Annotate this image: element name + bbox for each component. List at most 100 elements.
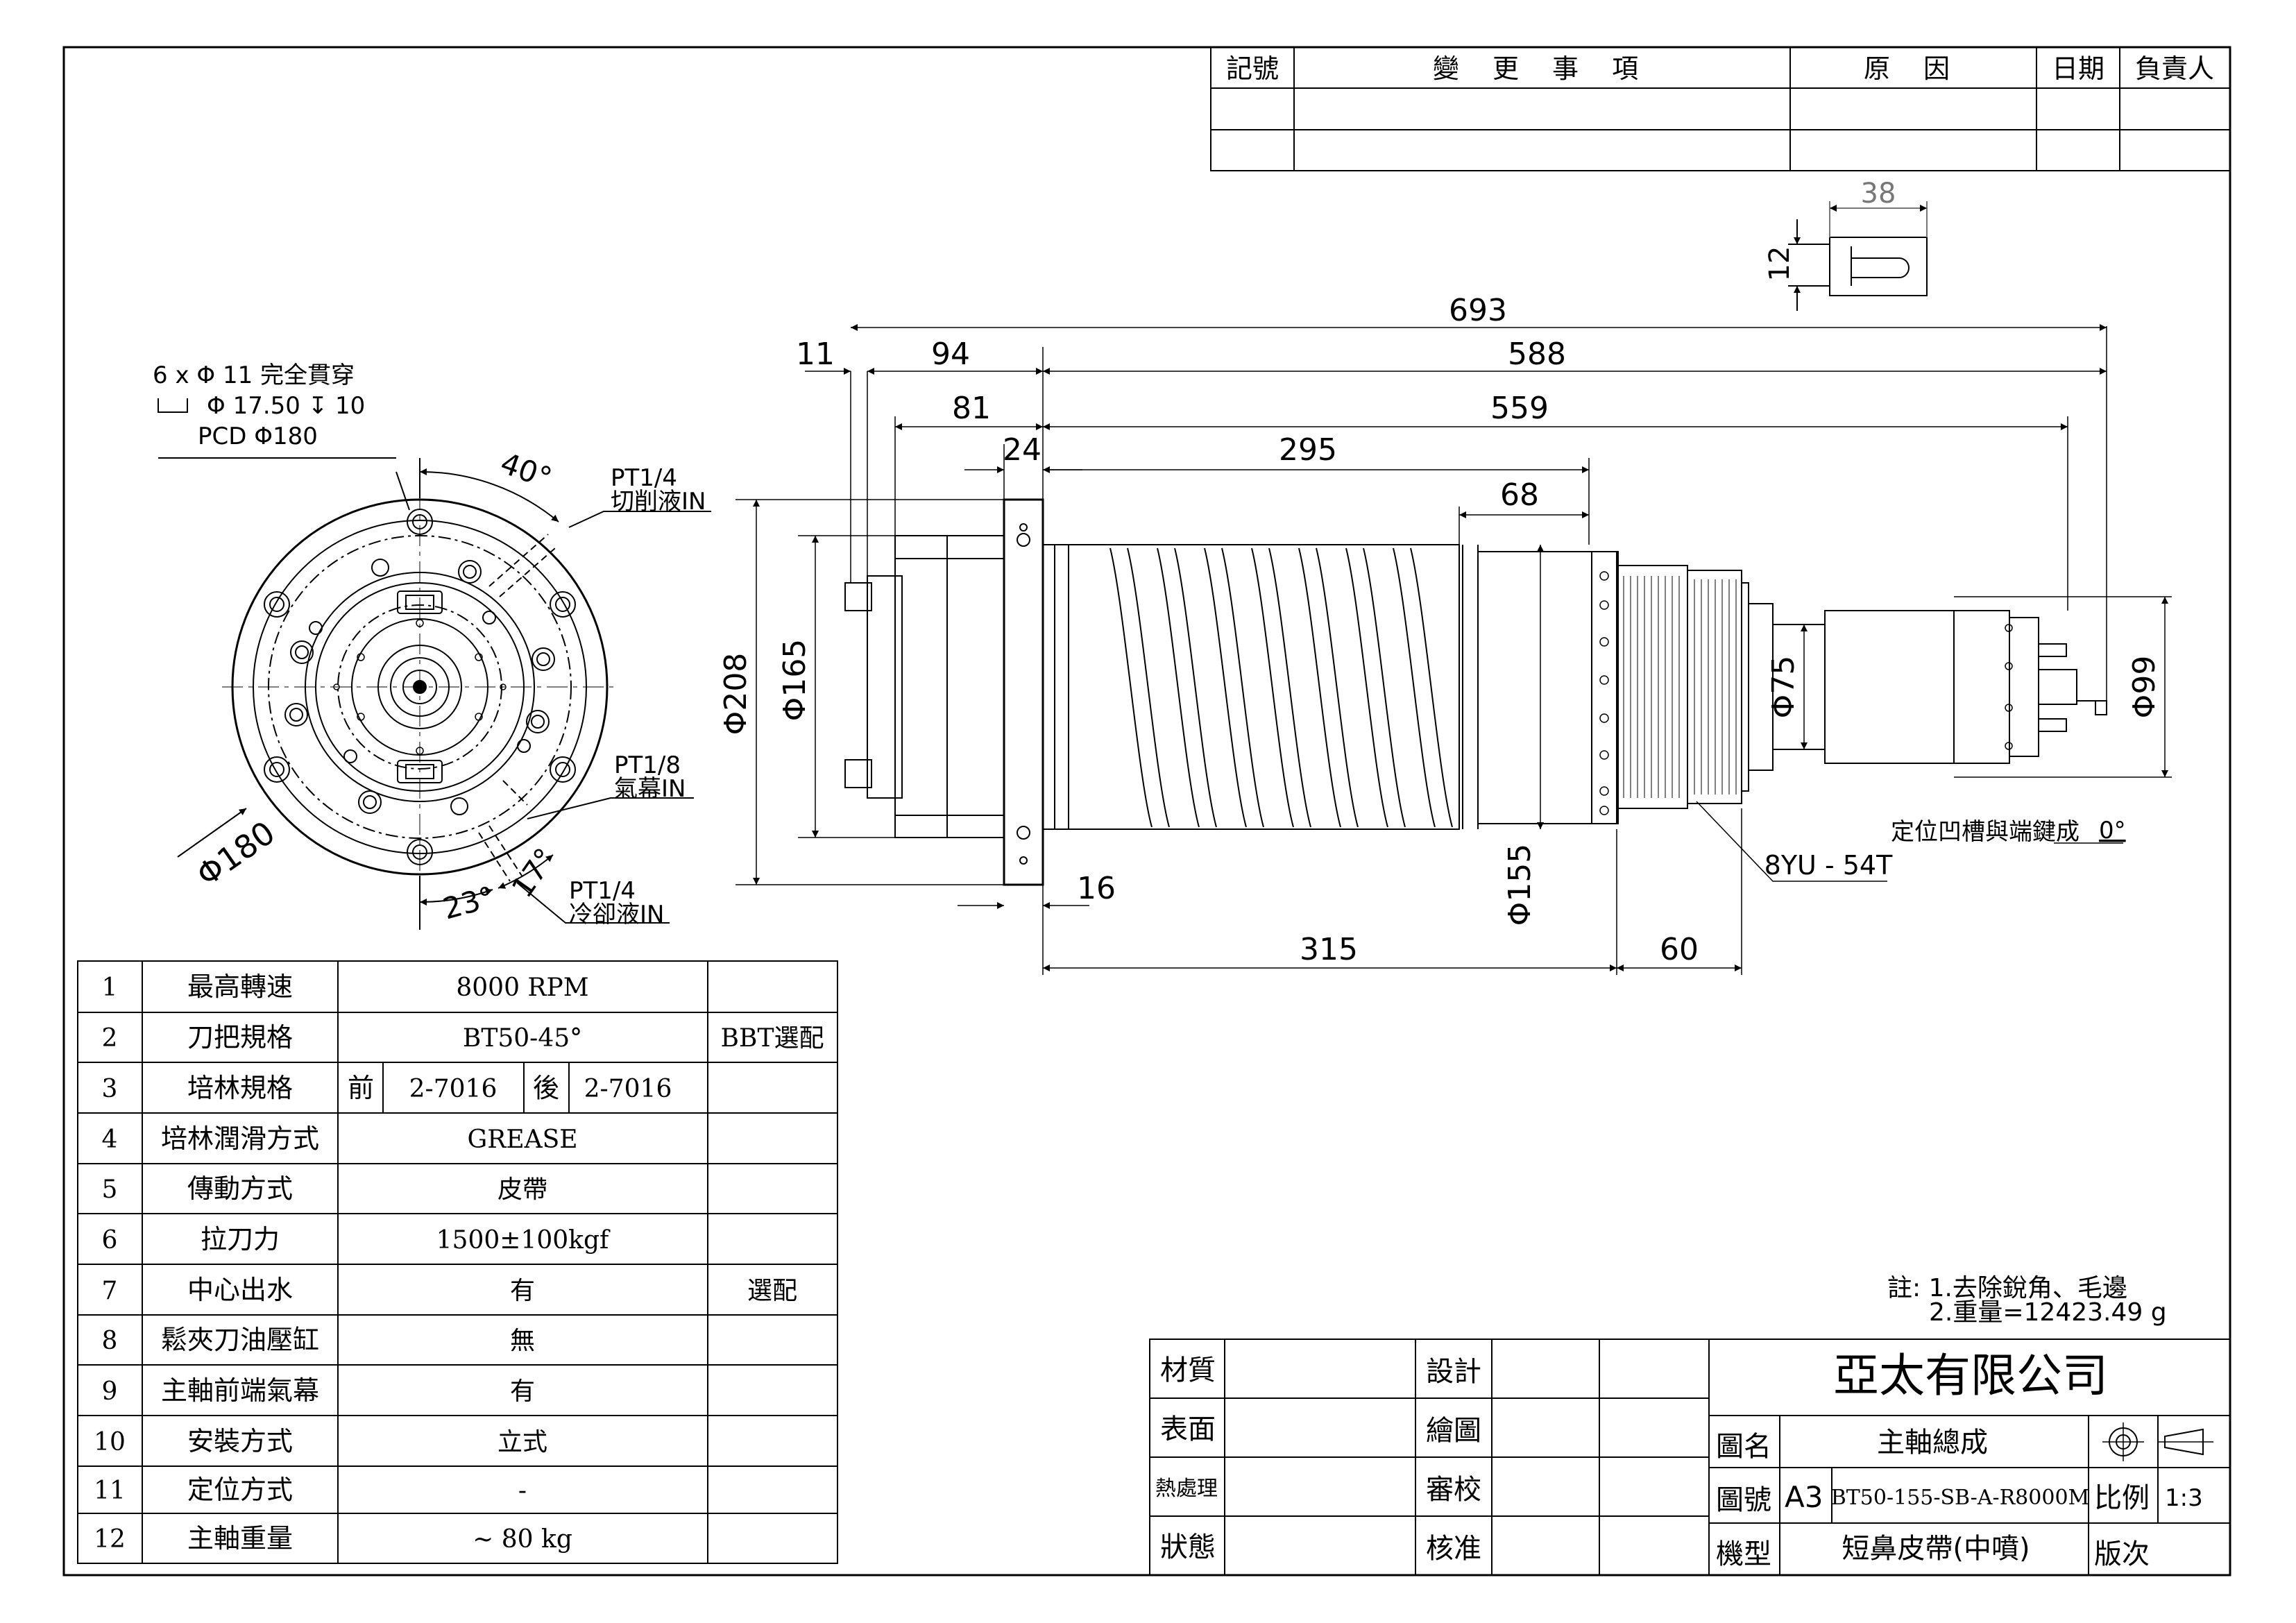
spec-row-item: 鬆夾刀油壓缸 xyxy=(161,1325,319,1355)
model-label: 機型 xyxy=(1716,1538,1771,1570)
design-label: 設計 xyxy=(1426,1356,1481,1388)
angle-17-label: 17° xyxy=(505,842,563,903)
spec-row-number: 5 xyxy=(102,1175,118,1204)
spec-row-value: 皮帶 xyxy=(498,1175,547,1204)
spec-row-value: GREASE xyxy=(467,1125,577,1154)
port-air-name: 氣幕IN xyxy=(614,775,686,803)
spec-row-option: 選配 xyxy=(747,1277,797,1305)
spec-row-front-value: 2-7016 xyxy=(409,1075,498,1103)
dim-315: 315 xyxy=(1300,932,1358,967)
spec-row-number: 3 xyxy=(102,1075,118,1103)
dim-dia165: Φ165 xyxy=(777,639,813,722)
spec-row-item: 刀把規格 xyxy=(187,1022,293,1053)
spec-row-item: 培林規格 xyxy=(187,1073,293,1103)
dim-295: 295 xyxy=(1279,432,1337,468)
spec-row-value: ~ 80 kg xyxy=(473,1525,572,1554)
rev-header-date: 日期 xyxy=(2052,53,2104,84)
drawing-name-value: 主軸總成 xyxy=(1877,1427,1988,1459)
dim-11: 11 xyxy=(796,337,835,372)
drawn-label: 繪圖 xyxy=(1426,1415,1481,1447)
rev-header-reason: 原 因 xyxy=(1864,53,1962,84)
key-width-dim: 38 xyxy=(1861,178,1896,210)
drawing-name-label: 圖名 xyxy=(1716,1431,1771,1463)
angle-40-label: 40° xyxy=(496,445,556,495)
dim-559: 559 xyxy=(1490,391,1549,426)
port-cut-name: 切削液IN xyxy=(611,488,706,516)
drawing-number-label: 圖號 xyxy=(1716,1484,1771,1516)
title-block xyxy=(1149,1339,2231,1576)
spec-row-value: 1500±100kgf xyxy=(436,1226,611,1255)
angle-23-label: 23° xyxy=(439,880,498,926)
front-view xyxy=(158,398,711,930)
dim-693: 693 xyxy=(1449,293,1507,328)
spec-row-number: 4 xyxy=(102,1125,118,1154)
flange-diameter-label: Φ180 xyxy=(189,814,282,894)
spec-row-item: 中心出水 xyxy=(187,1275,293,1305)
port-cool-name: 冷卻液IN xyxy=(569,901,664,928)
dim-81: 81 xyxy=(952,391,991,426)
keyway-note-text: 定位凹槽與端鍵成 xyxy=(1891,818,2080,846)
spec-row-value: BT50-45° xyxy=(463,1024,582,1053)
company-name: 亞太有限公司 xyxy=(1833,1349,2108,1402)
note-line1: 註: 1.去除銳角、毛邊 xyxy=(1887,1274,2127,1302)
check-label: 審校 xyxy=(1426,1474,1481,1506)
key-height-dim: 12 xyxy=(1764,246,1796,282)
spec-row-front-label: 前 xyxy=(348,1073,374,1103)
dim-dia208: Φ208 xyxy=(718,653,754,736)
spec-row-item: 主軸重量 xyxy=(187,1523,293,1554)
spec-row-value: 立式 xyxy=(498,1428,547,1456)
key-detail xyxy=(1788,201,1928,311)
dim-588: 588 xyxy=(1508,337,1566,372)
spec-table xyxy=(77,960,838,1564)
spec-row-number: 7 xyxy=(102,1277,118,1305)
version-label: 版次 xyxy=(2094,1538,2150,1570)
scale-label: 比例 xyxy=(2094,1482,2150,1514)
spec-row-item: 最高轉速 xyxy=(187,971,293,1002)
spec-row-rear-label: 後 xyxy=(533,1073,559,1103)
status-label: 狀態 xyxy=(1160,1531,1216,1563)
dim-dia99: Φ99 xyxy=(2127,656,2162,719)
rev-header-owner: 負責人 xyxy=(2135,53,2214,84)
revision-block xyxy=(1210,46,2231,171)
spec-row-number: 11 xyxy=(94,1477,126,1505)
dim-24: 24 xyxy=(1003,432,1041,468)
spec-row-value: - xyxy=(518,1477,527,1505)
model-value: 短鼻皮帶(中噴) xyxy=(1842,1533,2030,1565)
hole-spec-line1: 6 x Φ 11 完全貫穿 xyxy=(153,362,355,389)
port-cool-size: PT1/4 xyxy=(569,877,636,905)
drawing-border xyxy=(62,46,2231,1577)
spec-row-number: 1 xyxy=(102,974,118,1002)
material-label: 材質 xyxy=(1160,1354,1216,1386)
spec-row-number: 9 xyxy=(102,1377,118,1406)
side-view xyxy=(735,324,2172,975)
spec-row-item: 主軸前端氣幕 xyxy=(161,1375,319,1406)
spec-row-number: 10 xyxy=(94,1428,126,1456)
approve-label: 核准 xyxy=(1426,1533,1481,1565)
port-cut-size: PT1/4 xyxy=(611,464,677,492)
sheet-size: A3 xyxy=(1785,1480,1823,1514)
spec-row-option: BBT選配 xyxy=(721,1024,824,1053)
note-line2: 2.重量=12423.49 g xyxy=(1929,1298,2167,1327)
dim-dia75: Φ75 xyxy=(1766,656,1801,719)
spec-row-item: 培林潤滑方式 xyxy=(161,1123,319,1154)
pulley-spec: 8YU - 54T xyxy=(1764,850,1893,881)
spec-row-value: 有 xyxy=(510,1277,535,1305)
spec-row-number: 8 xyxy=(102,1327,118,1355)
port-air-size: PT1/8 xyxy=(614,751,681,779)
drawing-number-value: BT50-155-SB-A-R8000M xyxy=(1831,1486,2090,1510)
dim-68: 68 xyxy=(1500,477,1539,513)
rev-header-change: 變 更 事 項 xyxy=(1433,53,1651,84)
spec-row-number: 2 xyxy=(102,1024,118,1053)
dim-94: 94 xyxy=(931,337,970,372)
spec-row-item: 拉刀力 xyxy=(201,1224,280,1255)
spec-row-item: 安裝方式 xyxy=(187,1426,293,1456)
scale-value: 1:3 xyxy=(2165,1484,2203,1512)
heat-treatment-label: 熱處理 xyxy=(1155,1477,1218,1501)
spec-row-number: 12 xyxy=(94,1525,126,1554)
hole-spec-line3: PCD Φ180 xyxy=(198,423,318,450)
dim-60: 60 xyxy=(1660,932,1699,967)
spec-row-value: 無 xyxy=(510,1327,535,1355)
spec-row-item: 傳動方式 xyxy=(187,1173,293,1204)
rev-header-mark: 記號 xyxy=(1226,53,1279,84)
